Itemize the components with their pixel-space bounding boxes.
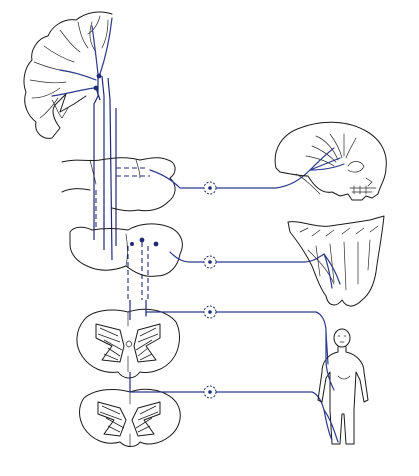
pons-node-1 <box>139 237 145 243</box>
descending-tracts <box>93 75 117 261</box>
peripheral-nerves <box>129 169 329 411</box>
pharynx-larynx <box>287 215 385 307</box>
cervical-spinal-cord <box>76 308 180 379</box>
brainstem-upper <box>61 157 176 212</box>
cerebral-cortex <box>23 11 113 139</box>
lumbar-spinal-cord <box>79 388 181 447</box>
pons-node-2 <box>153 241 159 247</box>
brainstem-pons <box>69 223 183 300</box>
cortical-node-1 <box>96 73 102 79</box>
pons-node-3 <box>130 242 134 246</box>
cortical-fibers <box>51 17 113 97</box>
skull <box>274 121 387 201</box>
spinal-descending-tracts <box>129 300 147 392</box>
human-body <box>317 328 369 445</box>
ganglia <box>203 181 217 399</box>
